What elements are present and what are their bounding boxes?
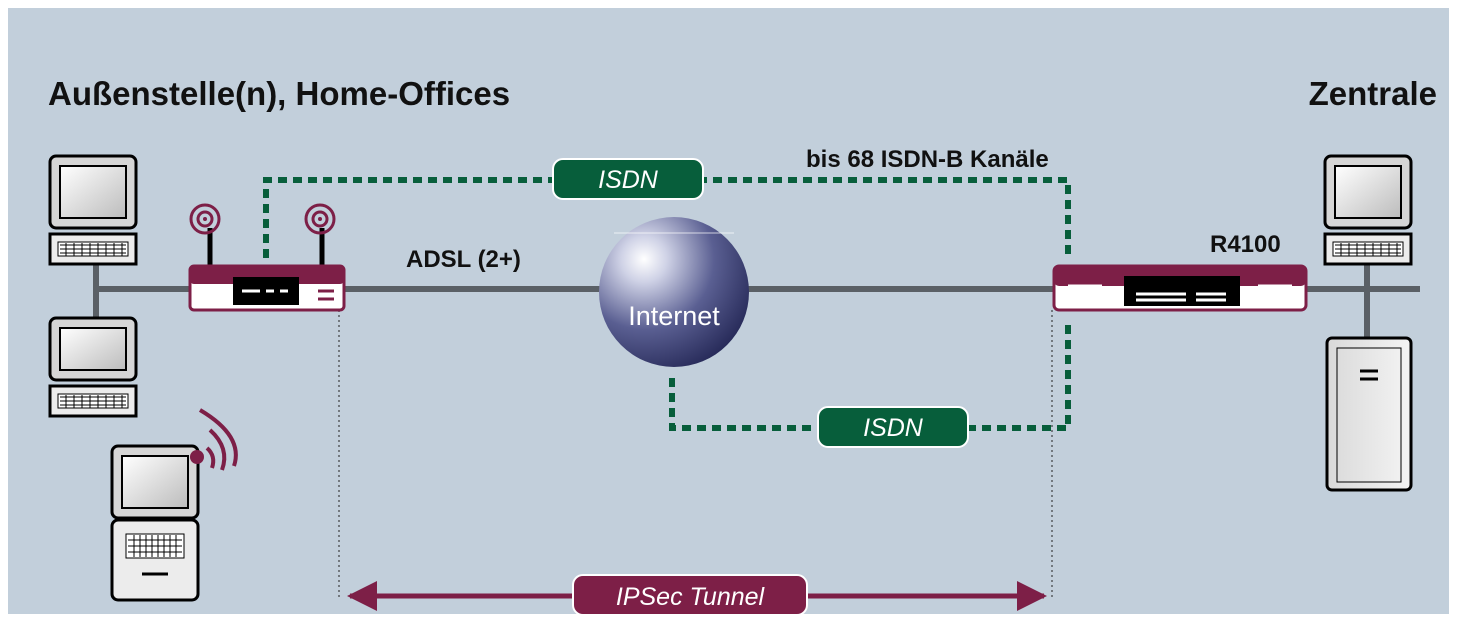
central-router-icon xyxy=(1052,264,1308,312)
isdn-badge-bottom: ISDN xyxy=(817,406,969,448)
isdn-badge-bottom-label: ISDN xyxy=(863,414,924,442)
isdn-badge-top: ISDN xyxy=(552,158,704,200)
server-tower-icon xyxy=(1325,336,1413,492)
isdn-channels-label: bis 68 ISDN-B Kanäle xyxy=(806,146,1049,173)
wireless-router-icon xyxy=(188,203,346,312)
isdn-badge-top-label: ISDN xyxy=(598,166,659,194)
desktop-computer-icon xyxy=(48,154,138,266)
internet-label: Internet xyxy=(628,301,720,331)
heading-headquarters: Zentrale xyxy=(1309,75,1437,112)
heading-branch-offices: Außenstelle(n), Home-Offices xyxy=(48,75,510,112)
desktop-computer-icon xyxy=(1323,154,1413,266)
internet-globe-icon: Internet xyxy=(599,217,749,367)
router-model-label: R4100 xyxy=(1210,231,1281,258)
ipsec-badge-label: IPSec Tunnel xyxy=(616,583,766,611)
adsl-label: ADSL (2+) xyxy=(406,246,521,273)
ipsec-badge: IPSec Tunnel xyxy=(572,574,808,616)
desktop-computer-icon xyxy=(48,316,138,418)
laptop-wireless-icon xyxy=(110,408,238,602)
